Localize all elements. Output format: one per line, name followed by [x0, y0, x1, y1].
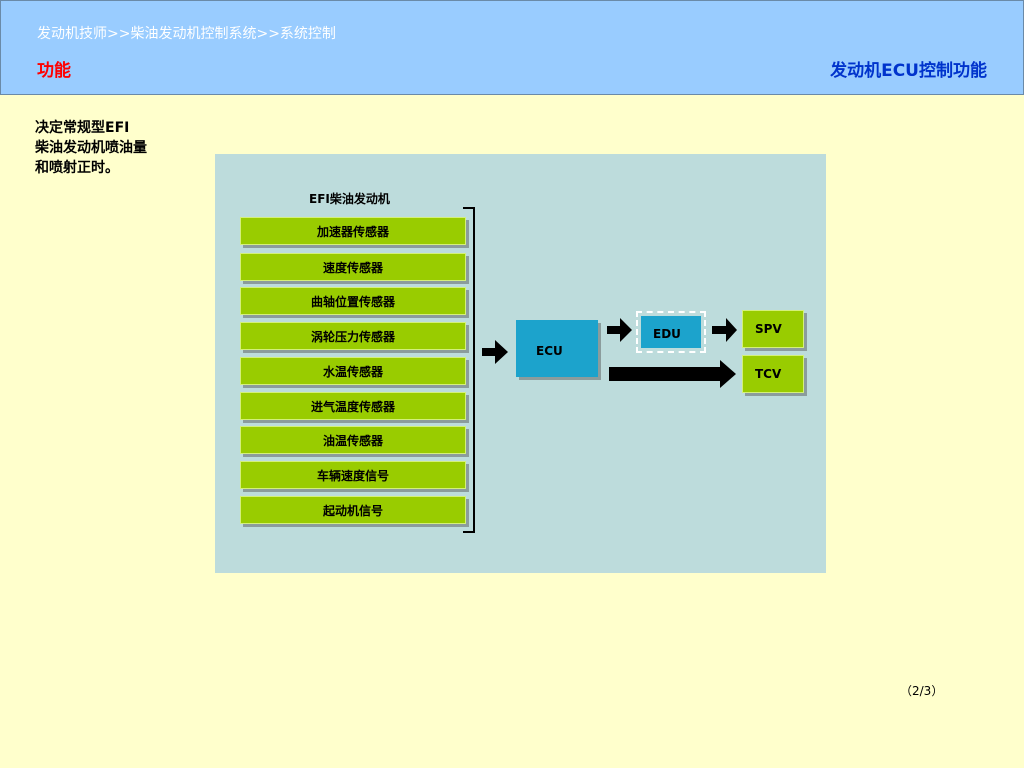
page-indicator: （2/3） [900, 684, 944, 698]
signal-starter: 起动机信号 [240, 496, 466, 524]
sensor-speed: 速度传感器 [240, 253, 466, 281]
sensor-accelerator: 加速器传感器 [240, 217, 466, 245]
ecu-label: ECU [536, 344, 563, 358]
page-title: 发动机ECU控制功能 [830, 61, 987, 81]
sensor-crankshaft-position: 曲轴位置传感器 [240, 287, 466, 315]
arrow-edu-to-spv [712, 318, 737, 342]
sensor-turbo-pressure: 涡轮压力传感器 [240, 322, 466, 350]
breadcrumb[interactable]: 发动机技师>>柴油发动机控制系统>>系统控制 [37, 26, 336, 42]
diagram-title: EFI柴油发动机 [309, 192, 390, 206]
sensor-group-bracket [463, 207, 475, 533]
sensor-water-temperature: 水温传感器 [240, 357, 466, 385]
arrow-ecu-to-edu [607, 318, 632, 342]
arrow-sensors-to-ecu [482, 340, 508, 364]
edu-label: EDU [653, 327, 681, 341]
sensor-intake-air-temperature: 进气温度传感器 [240, 392, 466, 420]
signal-vehicle-speed: 车辆速度信号 [240, 461, 466, 489]
sensor-oil-temperature: 油温传感器 [240, 426, 466, 454]
description-text: 决定常规型EFI 柴油发动机喷油量 和喷射正时。 [35, 120, 147, 176]
flow-arrows [482, 318, 737, 388]
arrow-ecu-to-tcv [609, 360, 736, 388]
actuator-tcv: TCV [742, 355, 804, 393]
actuator-spv: SPV [742, 310, 804, 348]
tcv-label: TCV [755, 367, 782, 381]
diagram-panel: EFI柴油发动机 加速器传感器 速度传感器 曲轴位置传感器 涡轮压力传感器 水温… [215, 154, 826, 573]
section-label: 功能 [37, 61, 71, 81]
edu-block: EDU [636, 311, 706, 353]
ecu-block: ECU [516, 320, 598, 377]
header-bar: 发动机技师>>柴油发动机控制系统>>系统控制 功能 发动机ECU控制功能 [0, 0, 1024, 95]
spv-label: SPV [755, 322, 782, 336]
